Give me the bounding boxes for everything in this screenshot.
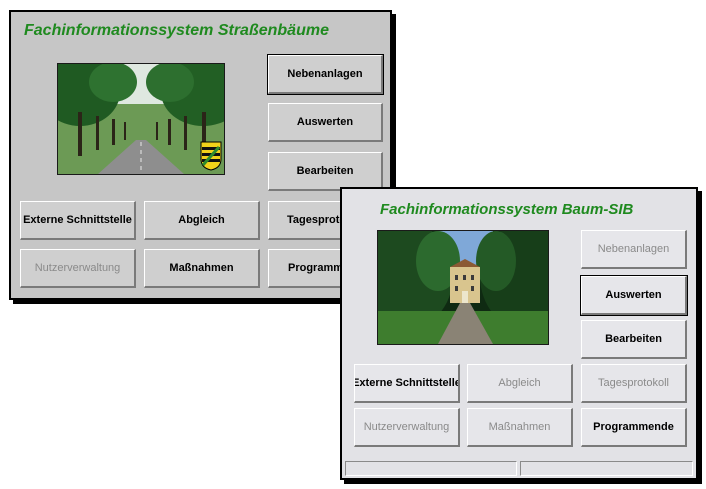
abgleich-button[interactable]: Abgleich: [144, 201, 260, 240]
status-pane-left: [345, 461, 517, 476]
bearbeiten-button[interactable]: Bearbeiten: [581, 320, 687, 359]
status-pane-right: [520, 461, 693, 476]
coat-of-arms-icon: [200, 141, 222, 171]
programmende-button[interactable]: Programmende: [581, 408, 687, 447]
nutzerverwaltung-button[interactable]: Nutzerverwaltung: [20, 249, 136, 288]
castle-avenue-photo: [377, 230, 549, 345]
tree-lined-road-photo: [57, 63, 225, 175]
auswerten-button[interactable]: Auswerten: [268, 103, 383, 142]
tagesprotokoll-button[interactable]: Tagesprotokoll: [581, 364, 687, 403]
nutzerverwaltung-button[interactable]: Nutzerverwaltung: [354, 408, 460, 447]
nebenanlagen-button[interactable]: Nebenanlagen: [267, 54, 384, 95]
massnahmen-button[interactable]: Maßnahmen: [467, 408, 573, 447]
window-strassenbaeume: Fachinformationssystem Straßenbäume: [9, 10, 392, 300]
bearbeiten-button[interactable]: Bearbeiten: [268, 152, 383, 191]
abgleich-button[interactable]: Abgleich: [467, 364, 573, 403]
window-title: Fachinformationssystem Baum-SIB: [380, 201, 634, 218]
status-bar: [345, 461, 693, 476]
externe-schnittstelle-button[interactable]: Externe Schnittstelle: [354, 364, 460, 403]
nebenanlagen-button[interactable]: Nebenanlagen: [581, 230, 687, 269]
window-baum-sib: Fachinformationssystem Baum-SIB Nebenanl…: [340, 187, 698, 480]
auswerten-button[interactable]: Auswerten: [580, 275, 688, 316]
window-title: Fachinformationssystem Straßenbäume: [24, 22, 329, 39]
externe-schnittstelle-button[interactable]: Externe Schnittstelle: [20, 201, 136, 240]
massnahmen-button[interactable]: Maßnahmen: [144, 249, 260, 288]
